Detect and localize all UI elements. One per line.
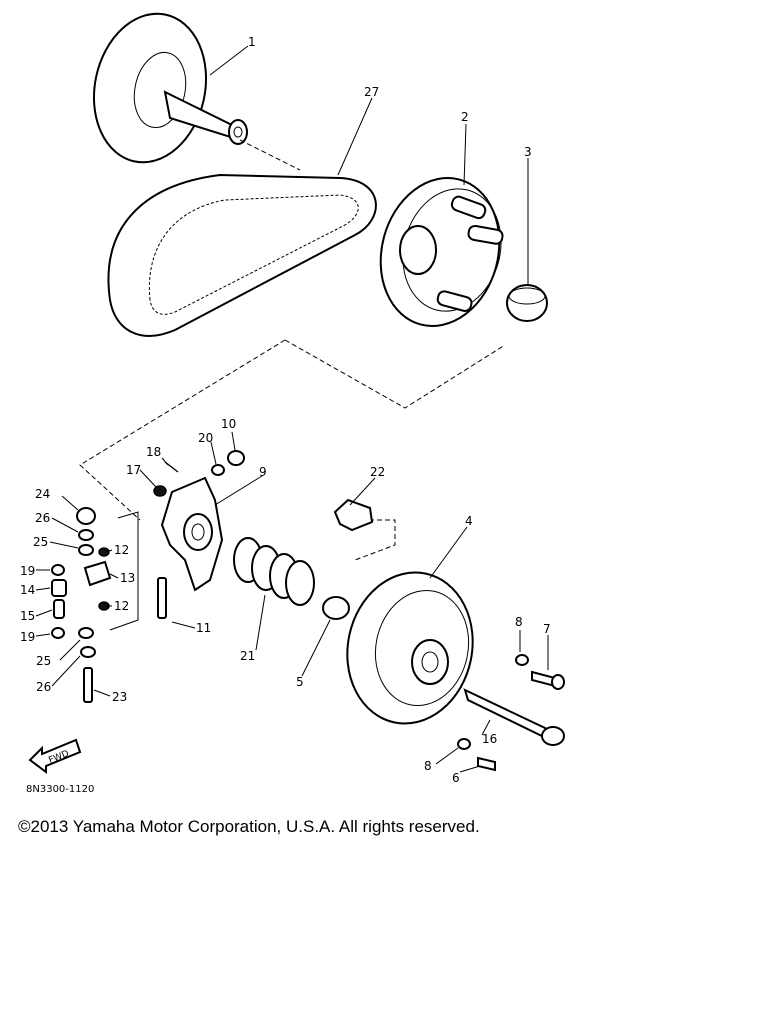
callout-21: 21 <box>240 649 255 663</box>
callout-19: 19 <box>20 564 35 578</box>
callout-26b: 26 <box>36 680 51 694</box>
leader-lines <box>35 45 549 773</box>
figure-code: 8N3300-1120 <box>26 784 94 795</box>
callout-6: 6 <box>452 771 460 785</box>
callout-8b: 8 <box>424 759 432 773</box>
callout-25: 25 <box>33 535 48 549</box>
spider-part <box>160 476 224 592</box>
fwd-arrow-icon: FWD <box>28 738 82 774</box>
collar-17-part <box>153 485 167 497</box>
spring-part <box>233 537 315 606</box>
callout-labels: 1 27 2 3 10 20 18 17 9 22 24 26 25 19 14… <box>20 35 551 785</box>
callout-24: 24 <box>35 487 50 501</box>
callout-7: 7 <box>543 622 551 636</box>
bushing-5-part <box>322 596 350 620</box>
washer-8-lower-part <box>457 738 471 750</box>
callout-11: 11 <box>196 621 211 635</box>
callout-15: 15 <box>20 609 35 623</box>
callout-8: 8 <box>515 615 523 629</box>
callout-19b: 19 <box>20 630 35 644</box>
bolt-6-part <box>477 756 496 772</box>
callout-4: 4 <box>465 514 473 528</box>
callout-22: 22 <box>370 465 385 479</box>
callout-27: 27 <box>364 85 379 99</box>
callout-16: 16 <box>482 732 497 746</box>
callout-18: 18 <box>146 445 161 459</box>
washer-8-part <box>515 654 529 666</box>
left-hardware-cluster <box>51 507 167 703</box>
callout-26: 26 <box>35 511 50 525</box>
callout-14: 14 <box>20 583 35 597</box>
callout-12b: 12 <box>114 599 129 613</box>
callout-10: 10 <box>221 417 236 431</box>
roller-part <box>227 450 245 466</box>
callout-1: 1 <box>248 35 256 49</box>
callout-20: 20 <box>198 431 213 445</box>
drive-belt-part <box>107 173 377 337</box>
copyright-notice: ©2013 Yamaha Motor Corporation, U.S.A. A… <box>18 817 480 836</box>
callout-2: 2 <box>461 110 469 124</box>
callout-5: 5 <box>296 675 304 689</box>
long-bolt-part <box>463 688 565 746</box>
movable-sheave-part <box>379 177 504 327</box>
bushing-part <box>506 284 548 322</box>
callout-17: 17 <box>126 463 141 477</box>
fixed-sheave-part <box>92 12 248 164</box>
callout-13: 13 <box>120 571 135 585</box>
callout-3: 3 <box>524 145 532 159</box>
parts-exploded-diagram: FWD 1 27 <box>20 12 565 795</box>
callout-9: 9 <box>259 465 267 479</box>
callout-25b: 25 <box>36 654 51 668</box>
callout-12: 12 <box>114 543 129 557</box>
assembly-guide-upper <box>239 139 506 409</box>
cap-part <box>346 571 474 725</box>
bracket-part <box>333 498 374 532</box>
callout-23: 23 <box>112 690 127 704</box>
washer-20-part <box>211 464 225 476</box>
bolt-7-part <box>531 670 565 690</box>
